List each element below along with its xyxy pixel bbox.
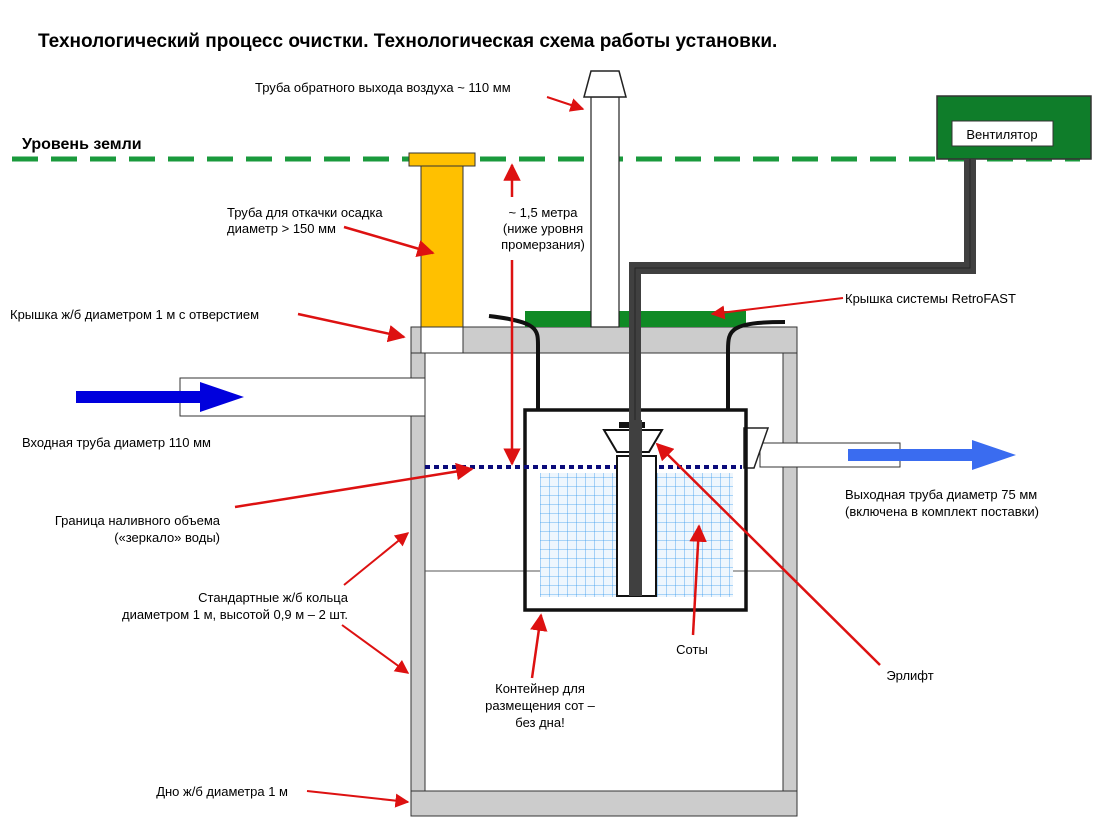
label-rings-1: Стандартные ж/б кольца [198,590,349,605]
label-container-3: без дна! [515,715,564,730]
arrow-pointer-icon [655,442,881,666]
arrow-pointer-icon [234,462,474,509]
label-container-2: размещения сот – [485,698,595,713]
label-sludge-pipe-1: Труба для откачки осадка [227,205,383,220]
label-bottom: Дно ж/б диаметра 1 м [156,784,288,799]
air-pipe-cap [583,70,627,98]
label-sludge-pipe-2: диаметр > 150 мм [227,221,336,236]
label-concrete-lid: Крышка ж/б диаметром 1 м с отверстием [10,307,259,322]
arrow-pointer-icon [306,790,410,808]
arrow-pointer-icon [530,613,548,679]
label-inlet-pipe: Входная труба диаметр 110 мм [22,435,211,450]
label-depth-2: (ниже уровня [503,221,583,236]
label-depth-3: промерзания) [501,237,585,252]
label-airlift: Эрлифт [886,668,933,683]
hose-left [488,314,541,410]
arrow-pointer-icon [297,312,406,343]
arrow-pointer-icon [341,624,410,674]
arrow-pointer-icon [343,225,435,257]
label-outlet-pipe-1: Выходная труба диаметр 75 мм [845,487,1037,502]
ring-wall-left [410,352,426,792]
arrow-pointer-icon [343,532,410,586]
label-honeycomb: Соты [676,642,708,657]
concrete-bottom [410,790,798,817]
arrow-pointer-icon [546,96,585,112]
label-outlet-pipe-2: (включена в комплект поставки) [845,504,1039,519]
label-depth-1: ~ 1,5 метра [508,205,578,220]
label-fill-boundary-2: («зеркало» воды) [114,530,220,545]
sludge-pipe-cap [408,152,476,167]
label-container-1: Контейнер для [495,681,585,696]
diagram-title: Технологический процесс очистки. Техноло… [38,31,777,52]
fan-label-box [951,120,1054,147]
sludge-pipe [420,165,464,329]
outlet-funnel [743,427,770,469]
arrow-right-icon [848,440,1016,470]
label-rings-2: диаметром 1 м, высотой 0,9 м – 2 шт. [122,607,348,622]
hose-right [726,320,786,410]
label-fill-boundary-1: Граница наливного объема [55,513,221,528]
ground-level-label: Уровень земли [22,136,142,153]
arrow-pointer-icon [710,297,844,320]
fan-label: Вентилятор [966,127,1037,142]
label-air-return-pipe: Труба обратного выхода воздуха ~ 110 мм [255,80,511,95]
concrete-lid [410,326,798,354]
arrow-right-icon [76,382,244,412]
sludge-pipe-sleeve [420,326,464,354]
air-return-pipe [590,96,620,328]
arrow-pointer-icon [689,524,707,636]
label-retrofast-lid: Крышка системы RetroFAST [845,291,1016,306]
